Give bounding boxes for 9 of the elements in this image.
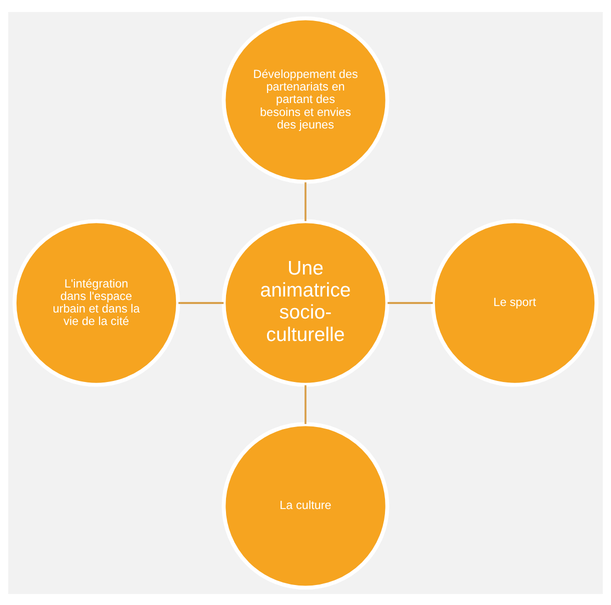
node-circle: La culture [222, 422, 390, 590]
node-circle: Le sport [430, 218, 598, 386]
node-circle: Une animatrice socio-culturelle [222, 218, 390, 386]
connector [178, 302, 224, 304]
connector [388, 302, 433, 304]
node-circle: Développement des partenariats en partant des besoins et envies des jeunes [222, 16, 390, 184]
node-circle: L'intégration dans l'espace urbain et dans la vie de la cité [12, 218, 180, 386]
connector [304, 384, 306, 424]
connector [304, 182, 306, 221]
